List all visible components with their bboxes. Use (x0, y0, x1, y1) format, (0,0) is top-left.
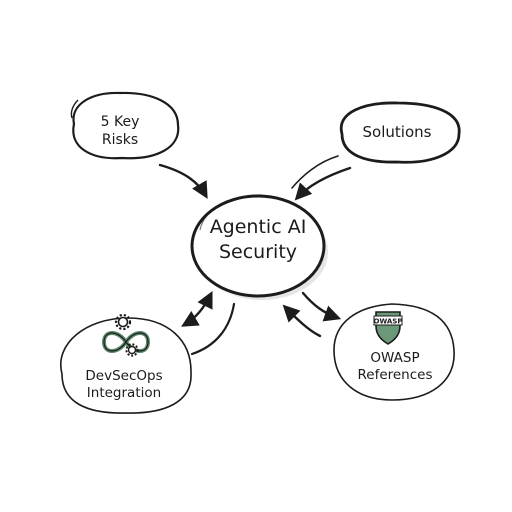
center-to-devsecops-arrow (181, 290, 213, 327)
devsecops-label-line1: DevSecOps (85, 368, 163, 384)
devsecops-label: DevSecOps Integration (60, 368, 188, 402)
center-label-line1: Agentic AI (209, 216, 307, 238)
owasp-to-center-arrow (282, 304, 322, 338)
owasp-label-line1: OWASP (370, 350, 420, 366)
devsecops-node (59, 317, 192, 414)
devsecops-return-line (190, 302, 236, 356)
solutions-node (339, 101, 461, 164)
solutions-label: Solutions (362, 123, 432, 141)
owasp-label: OWASP References (332, 350, 458, 384)
center-to-owasp-arrow (301, 291, 342, 322)
infinity-gears-icon (102, 313, 150, 357)
solutions-to-center-arrow (294, 166, 352, 201)
owasp-label-line2: References (357, 366, 433, 383)
risks-label-line1: 5 Key (100, 114, 140, 130)
solutions-sketch-line (291, 155, 339, 189)
center-label-line2: Security (218, 240, 298, 263)
center-label: Agentic AI Security (190, 215, 326, 264)
risks-to-center-arrow (158, 163, 208, 199)
risks-node (70, 91, 180, 160)
center-node (190, 194, 328, 300)
risks-label-line2: Risks (101, 131, 139, 148)
devsecops-label-line2: Integration (86, 384, 162, 401)
owasp-node (333, 303, 455, 401)
owasp-badge-text: OWASP (374, 318, 403, 326)
shield-icon: OWASP (373, 311, 403, 345)
risks-label: 5 Key Risks (84, 114, 156, 149)
